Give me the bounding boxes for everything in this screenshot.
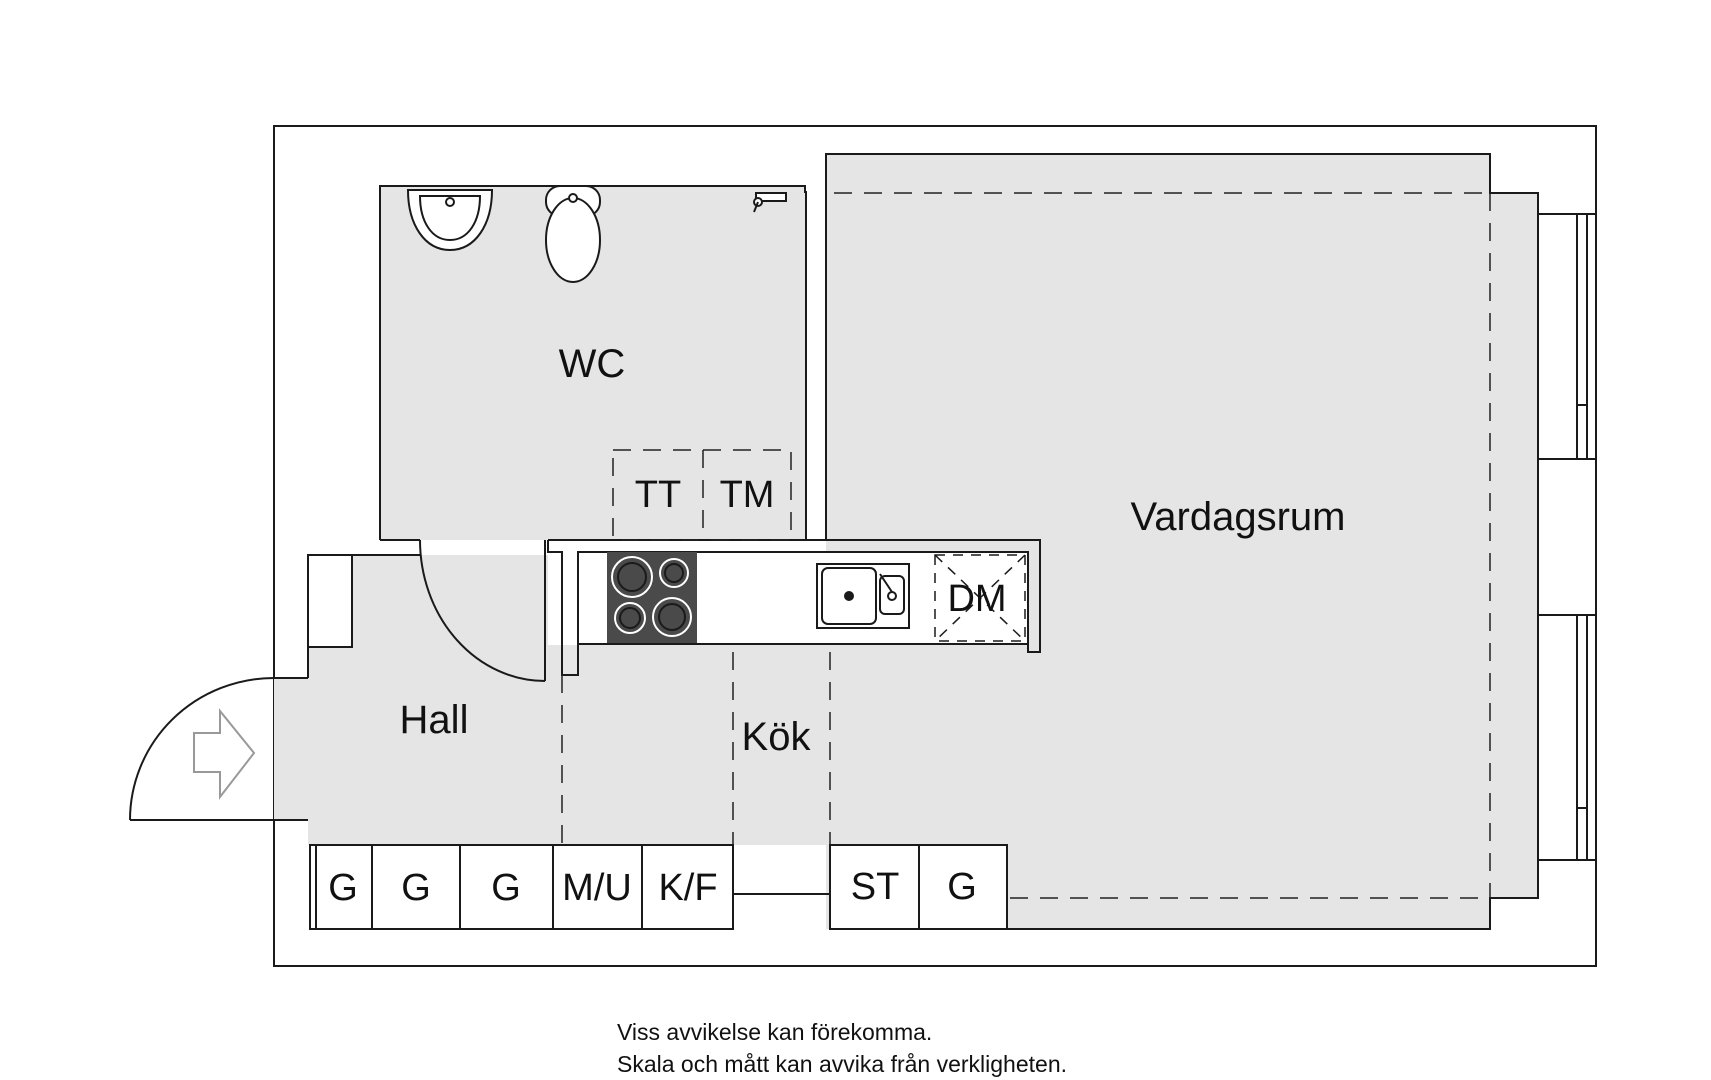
- entrance-door: [129, 677, 275, 821]
- sink-icon: [406, 189, 494, 252]
- disclaimer: Viss avvikelse kan förekomma. Skala och …: [617, 1016, 1067, 1080]
- hall-label: Hall: [400, 698, 469, 742]
- entrance-arrow-icon: [193, 708, 256, 800]
- hall-floor-entrance: [274, 678, 310, 820]
- dishwasher-label: DM: [947, 578, 1006, 620]
- storage-label-g1: G: [328, 867, 358, 909]
- storage-units: [309, 844, 1008, 930]
- floor-areas: [274, 154, 1538, 929]
- washing-machine-label: TM: [720, 474, 775, 516]
- tap-icon: [753, 192, 787, 213]
- storage-label-st: ST: [851, 866, 900, 908]
- walls: [274, 153, 1597, 930]
- storage-label-g4: G: [947, 866, 977, 908]
- disclaimer-line-2: Skala och mått kan avvika från verklighe…: [617, 1051, 1068, 1077]
- dishwasher-box: [934, 554, 1026, 642]
- vardagsrum-label: Vardagsrum: [1131, 495, 1346, 539]
- storage-label-g3: G: [491, 867, 521, 909]
- stove-icon: [607, 552, 697, 643]
- toilet-icon: [545, 185, 601, 283]
- storage-label-g2: G: [401, 867, 431, 909]
- kitchen-sink-icon: [816, 563, 910, 629]
- kok-label: Kök: [742, 715, 812, 759]
- tumble-dryer-label: TT: [635, 474, 681, 516]
- storage-label-mu: M/U: [562, 867, 632, 909]
- storage-label-kf: K/F: [658, 867, 717, 909]
- disclaimer-line-1: Viss avvikelse kan förekomma.: [617, 1019, 933, 1045]
- kok-floor: [548, 645, 1028, 845]
- vardagsrum-floor-ext: [1490, 193, 1538, 898]
- wc-label: WC: [559, 342, 626, 386]
